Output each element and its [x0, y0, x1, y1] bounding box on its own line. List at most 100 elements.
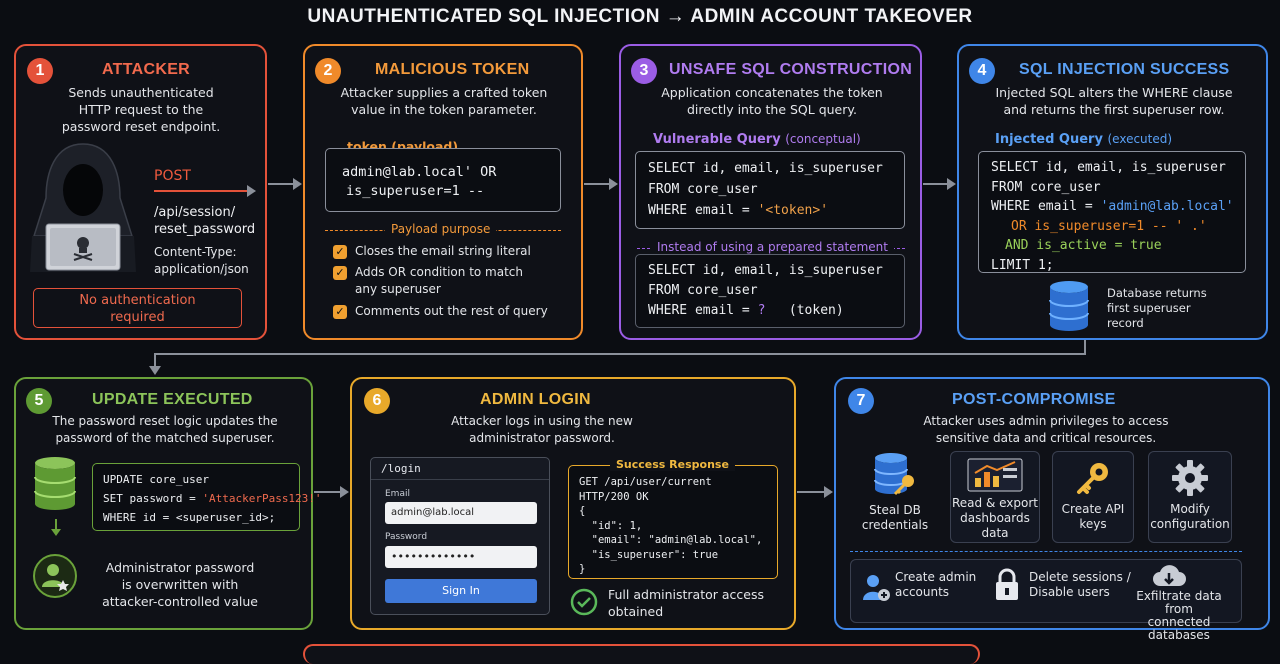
desc-line: Attacker uses admin privileges to access [923, 414, 1169, 428]
admin-user-icon [33, 554, 77, 598]
check-circle-icon [570, 588, 598, 616]
instead-label: Instead of using a prepared statement [651, 240, 894, 254]
result-line: attacker-controlled value [102, 594, 258, 609]
code-line: WHERE email = [991, 199, 1101, 214]
tile-read-dashboards: Read & export dashboards data [950, 451, 1040, 543]
code-line: HTTP/200 OK [579, 490, 649, 503]
connector [155, 353, 1086, 355]
inj-limit: LIMIT 1; [991, 257, 1054, 273]
code-line: UPDATE core_user [103, 473, 209, 486]
panel-title: MALICIOUS TOKEN [375, 61, 530, 78]
desc-line: Injected SQL alters the WHERE clause [995, 85, 1233, 100]
code-line: GET /api/user/current [579, 476, 712, 488]
step-badge: 7 [848, 388, 874, 414]
code-line: "is_superuser": true [579, 548, 719, 561]
desc-line: Application concatenates the token [661, 85, 883, 100]
desc-line: directly into the SQL query. [687, 102, 857, 117]
check-icon: ✓ [333, 305, 347, 319]
code-line: WHERE email = [648, 303, 758, 318]
code-line: "email": "admin@lab.local", [579, 534, 763, 546]
password-label: Password [385, 532, 428, 542]
desc-line: password reset endpoint. [61, 119, 221, 134]
flow-arrow [584, 178, 618, 190]
request-arrow [154, 185, 256, 197]
step-badge: 3 [631, 58, 657, 84]
db-line: record [1107, 316, 1144, 330]
password-field[interactable]: ••••••••••••• [385, 546, 537, 568]
step-badge: 1 [27, 58, 53, 84]
content-type-line: application/json [154, 262, 249, 276]
gear-icon [1172, 460, 1208, 496]
step-badge: 2 [315, 58, 341, 84]
tile-line: Modify [1170, 502, 1210, 516]
email-field[interactable]: admin@lab.local [385, 502, 537, 524]
code-line: { [579, 505, 586, 517]
panel-title: SQL INJECTION SUCCESS [1019, 61, 1230, 78]
login-path: /login [371, 458, 549, 480]
code-line: SELECT id, email, is_superuser [648, 161, 883, 176]
action-line: accounts [895, 585, 950, 599]
code-line: WHERE id = <superuser_id>; [103, 511, 276, 524]
code-line: WHERE email = [648, 203, 758, 218]
tile-line: Read & export [951, 496, 1038, 510]
safe-query: SELECT id, email, is_superuser FROM core… [635, 254, 905, 328]
warning-line: No authentication [79, 293, 196, 308]
code-pass: 'AttackerPass123!' [202, 492, 322, 505]
flow-arrow [797, 486, 833, 498]
desc-line: administrator password. [469, 431, 615, 445]
flow-arrow [314, 486, 349, 498]
http-method: POST [154, 168, 191, 184]
flow-arrow [923, 178, 956, 190]
desc-line: Attacker logs in using the new [451, 414, 633, 428]
purpose-item: Closes the email string literal [355, 244, 531, 258]
code-line: } [579, 563, 586, 575]
step-badge: 4 [969, 58, 995, 84]
update-query: UPDATE core_user SET password = 'Attacke… [92, 463, 322, 531]
access-line: Full administrator access [608, 587, 764, 602]
down-arrowhead [51, 529, 61, 536]
panel-title: POST-COMPROMISE [952, 391, 1116, 408]
tile-line: configuration [1150, 517, 1230, 531]
result-line: is overwritten with [121, 577, 239, 592]
access-line: obtained [608, 604, 664, 619]
code-line: FROM core_user [991, 179, 1101, 195]
dashboard-chart-icon [967, 458, 1023, 492]
panel-update-executed: 5 UPDATE EXECUTED The password reset log… [14, 377, 322, 630]
panel-title: ATTACKER [102, 61, 191, 78]
warning-line: required [110, 310, 165, 325]
panel-admin-login: 6 ADMIN LOGIN Attacker logs in using the… [350, 377, 796, 630]
desc-line: Attacker supplies a crafted token [340, 85, 548, 100]
down-arrow [55, 519, 57, 531]
panel-title: UNSAFE SQL CONSTRUCTION [669, 61, 913, 78]
hooded-hacker-icon [30, 143, 136, 272]
panel-attacker: 1 ATTACKER Sends unauthenticated HTTP re… [14, 44, 267, 340]
desc-line: sensitive data and critical resources. [935, 431, 1157, 445]
step-badge: 5 [26, 388, 52, 414]
divider [850, 551, 1242, 552]
response-label: Success Response [610, 458, 735, 471]
content-type-line: Content-Type: [154, 245, 237, 259]
action-line: connected databases [1147, 615, 1211, 642]
purpose-item: any superuser [355, 282, 441, 296]
action-line: Create admin [895, 570, 977, 584]
action-line: Exfiltrate data from [1136, 589, 1222, 616]
db-line: first superuser [1107, 301, 1191, 315]
endpoint-line: reset_password [154, 222, 256, 237]
code-line: FROM core_user [648, 283, 758, 298]
login-window: /login Email admin@lab.local Password ••… [370, 457, 550, 615]
desc-line: and returns the first superuser row. [1003, 102, 1225, 117]
inj-email: 'admin@lab.local' [1100, 199, 1234, 214]
inj-note: (executed) [1107, 132, 1173, 146]
tile-line: dashboards [960, 511, 1030, 525]
connector-arrowhead [149, 366, 161, 375]
bottom-actions: Create admin accounts Delete sessions / … [850, 559, 1242, 642]
endpoint-line: /api/session/ [154, 205, 236, 220]
desc-line: Sends unauthenticated [68, 85, 214, 100]
action-line: Disable users [1029, 585, 1110, 599]
panel-title: UPDATE EXECUTED [92, 391, 253, 408]
desc-line: HTTP request to the [78, 102, 204, 117]
vulnerable-query: SELECT id, email, is_superuser FROM core… [635, 151, 905, 229]
sign-in-button[interactable]: Sign In [385, 579, 537, 603]
purpose-item: Adds OR condition to match [355, 265, 524, 279]
code-line: SET password = [103, 492, 203, 505]
